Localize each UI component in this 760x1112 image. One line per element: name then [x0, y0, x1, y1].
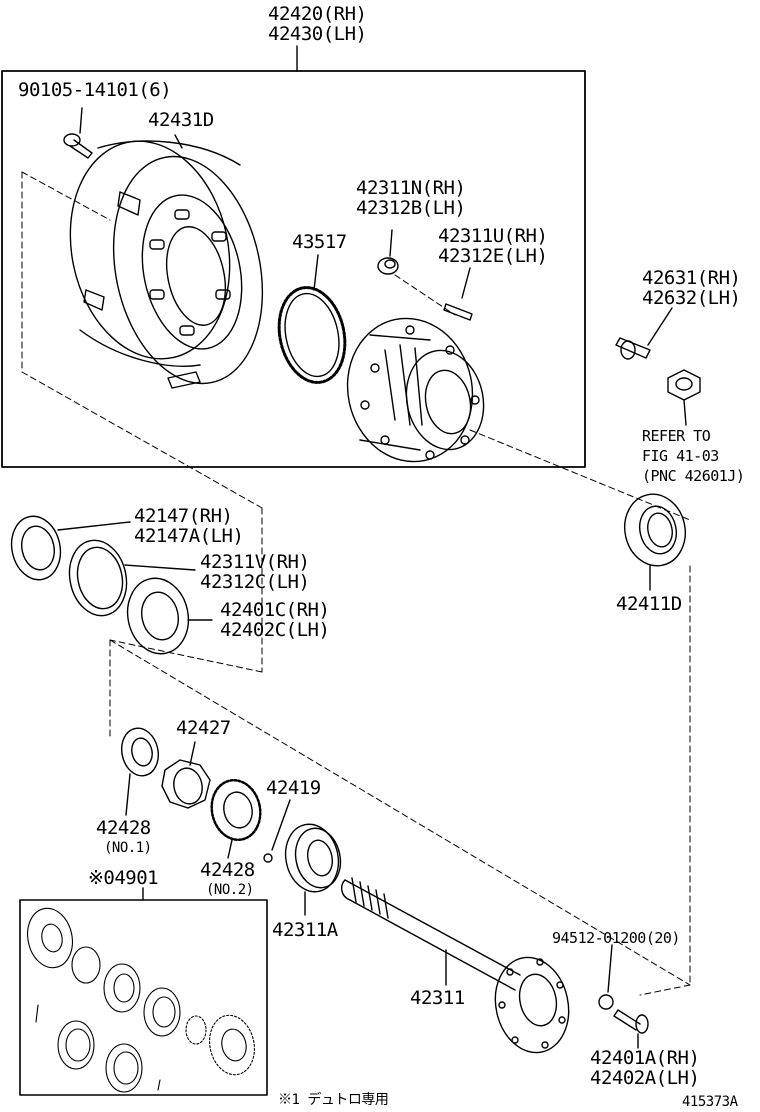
flange-nut-icon	[598, 944, 614, 1010]
part-number-42311v: 42311V(RH)	[200, 551, 310, 573]
part-number-42147a: 42147A(LH)	[134, 525, 244, 547]
abs-sensor-ring-icon	[277, 254, 347, 384]
footnote-dutro-only: ※1 デュトロ専用	[278, 1092, 389, 1108]
guide-lines	[21, 171, 691, 521]
part-number-42411d: 42411D	[616, 593, 682, 615]
part-number-42428-no1: 42428	[96, 817, 151, 839]
oil-seal-icon	[10, 515, 131, 581]
outer-bearing-icon	[624, 493, 686, 591]
part-number-42419: 42419	[266, 777, 321, 799]
inner-bearing-icon	[126, 577, 213, 655]
illustration-code: 415373A	[682, 1094, 738, 1110]
part-number-42631: 42631(RH)	[642, 267, 741, 289]
part-number-42420: 42420(RH)	[268, 3, 367, 25]
kit-parts-icon	[27, 907, 255, 1093]
lock-nut-icon	[161, 741, 211, 809]
part-number-42430: 42430(LH)	[268, 23, 367, 45]
guide-lines-2	[109, 507, 691, 996]
wheel-hub-icon	[346, 317, 485, 463]
part-number-42401a: 42401A(RH)	[590, 1047, 700, 1069]
hex-nut-icon	[667, 369, 701, 426]
stud-bolt-icon	[615, 307, 673, 360]
part-number-42312b: 42312B(LH)	[356, 197, 466, 219]
bushing-icon	[377, 229, 399, 275]
refer-note-line1: REFER TO	[642, 427, 711, 445]
bearing-race-icon	[68, 539, 196, 617]
kit-number-04901: ※04901	[88, 867, 159, 889]
part-number-42427: 42427	[176, 717, 231, 739]
part-number-42312c: 42312C(LH)	[200, 571, 310, 593]
lock-washer-icon	[120, 727, 160, 816]
part-number-42147: 42147(RH)	[134, 505, 233, 527]
part-number-42311a: 42311A	[272, 919, 338, 941]
part-number-90105: 90105-14101(6)	[18, 79, 172, 101]
axle-seal-icon	[284, 823, 342, 916]
part-number-42632: 42632(LH)	[642, 287, 741, 309]
part-number-42311u: 42311U(RH)	[438, 225, 548, 247]
part-number-42402c: 42402C(LH)	[220, 619, 330, 641]
clip-icon	[167, 371, 201, 389]
toothed-washer-icon	[210, 778, 262, 859]
refer-note-line3: (PNC 42601J)	[642, 467, 745, 485]
kit-box	[19, 899, 268, 1096]
part-number-42401c: 42401C(RH)	[220, 599, 330, 621]
hub-assembly-box	[1, 70, 586, 468]
screw-icon	[263, 799, 291, 863]
part-number-42402a: 42402A(LH)	[590, 1067, 700, 1089]
variant-no2: (NO.2)	[206, 882, 254, 898]
part-number-42311: 42311	[410, 987, 465, 1009]
part-number-42428-no2: 42428	[200, 859, 255, 881]
part-number-42312e: 42312E(LH)	[438, 245, 548, 267]
axle-shaft-icon	[341, 877, 570, 1054]
hub-bolt-icon	[63, 107, 93, 159]
part-number-43517: 43517	[292, 231, 347, 253]
part-number-42431d: 42431D	[148, 109, 214, 131]
flange-bolt-icon	[613, 1009, 649, 1049]
refer-note-line2: FIG 41-03	[642, 447, 719, 465]
part-number-94512: 94512-01200(20)	[552, 929, 680, 947]
brake-drum-icon	[69, 134, 264, 385]
part-number-42311n: 42311N(RH)	[356, 177, 466, 199]
variant-no1: (NO.1)	[104, 840, 152, 856]
hub-stud-icon	[443, 267, 473, 321]
